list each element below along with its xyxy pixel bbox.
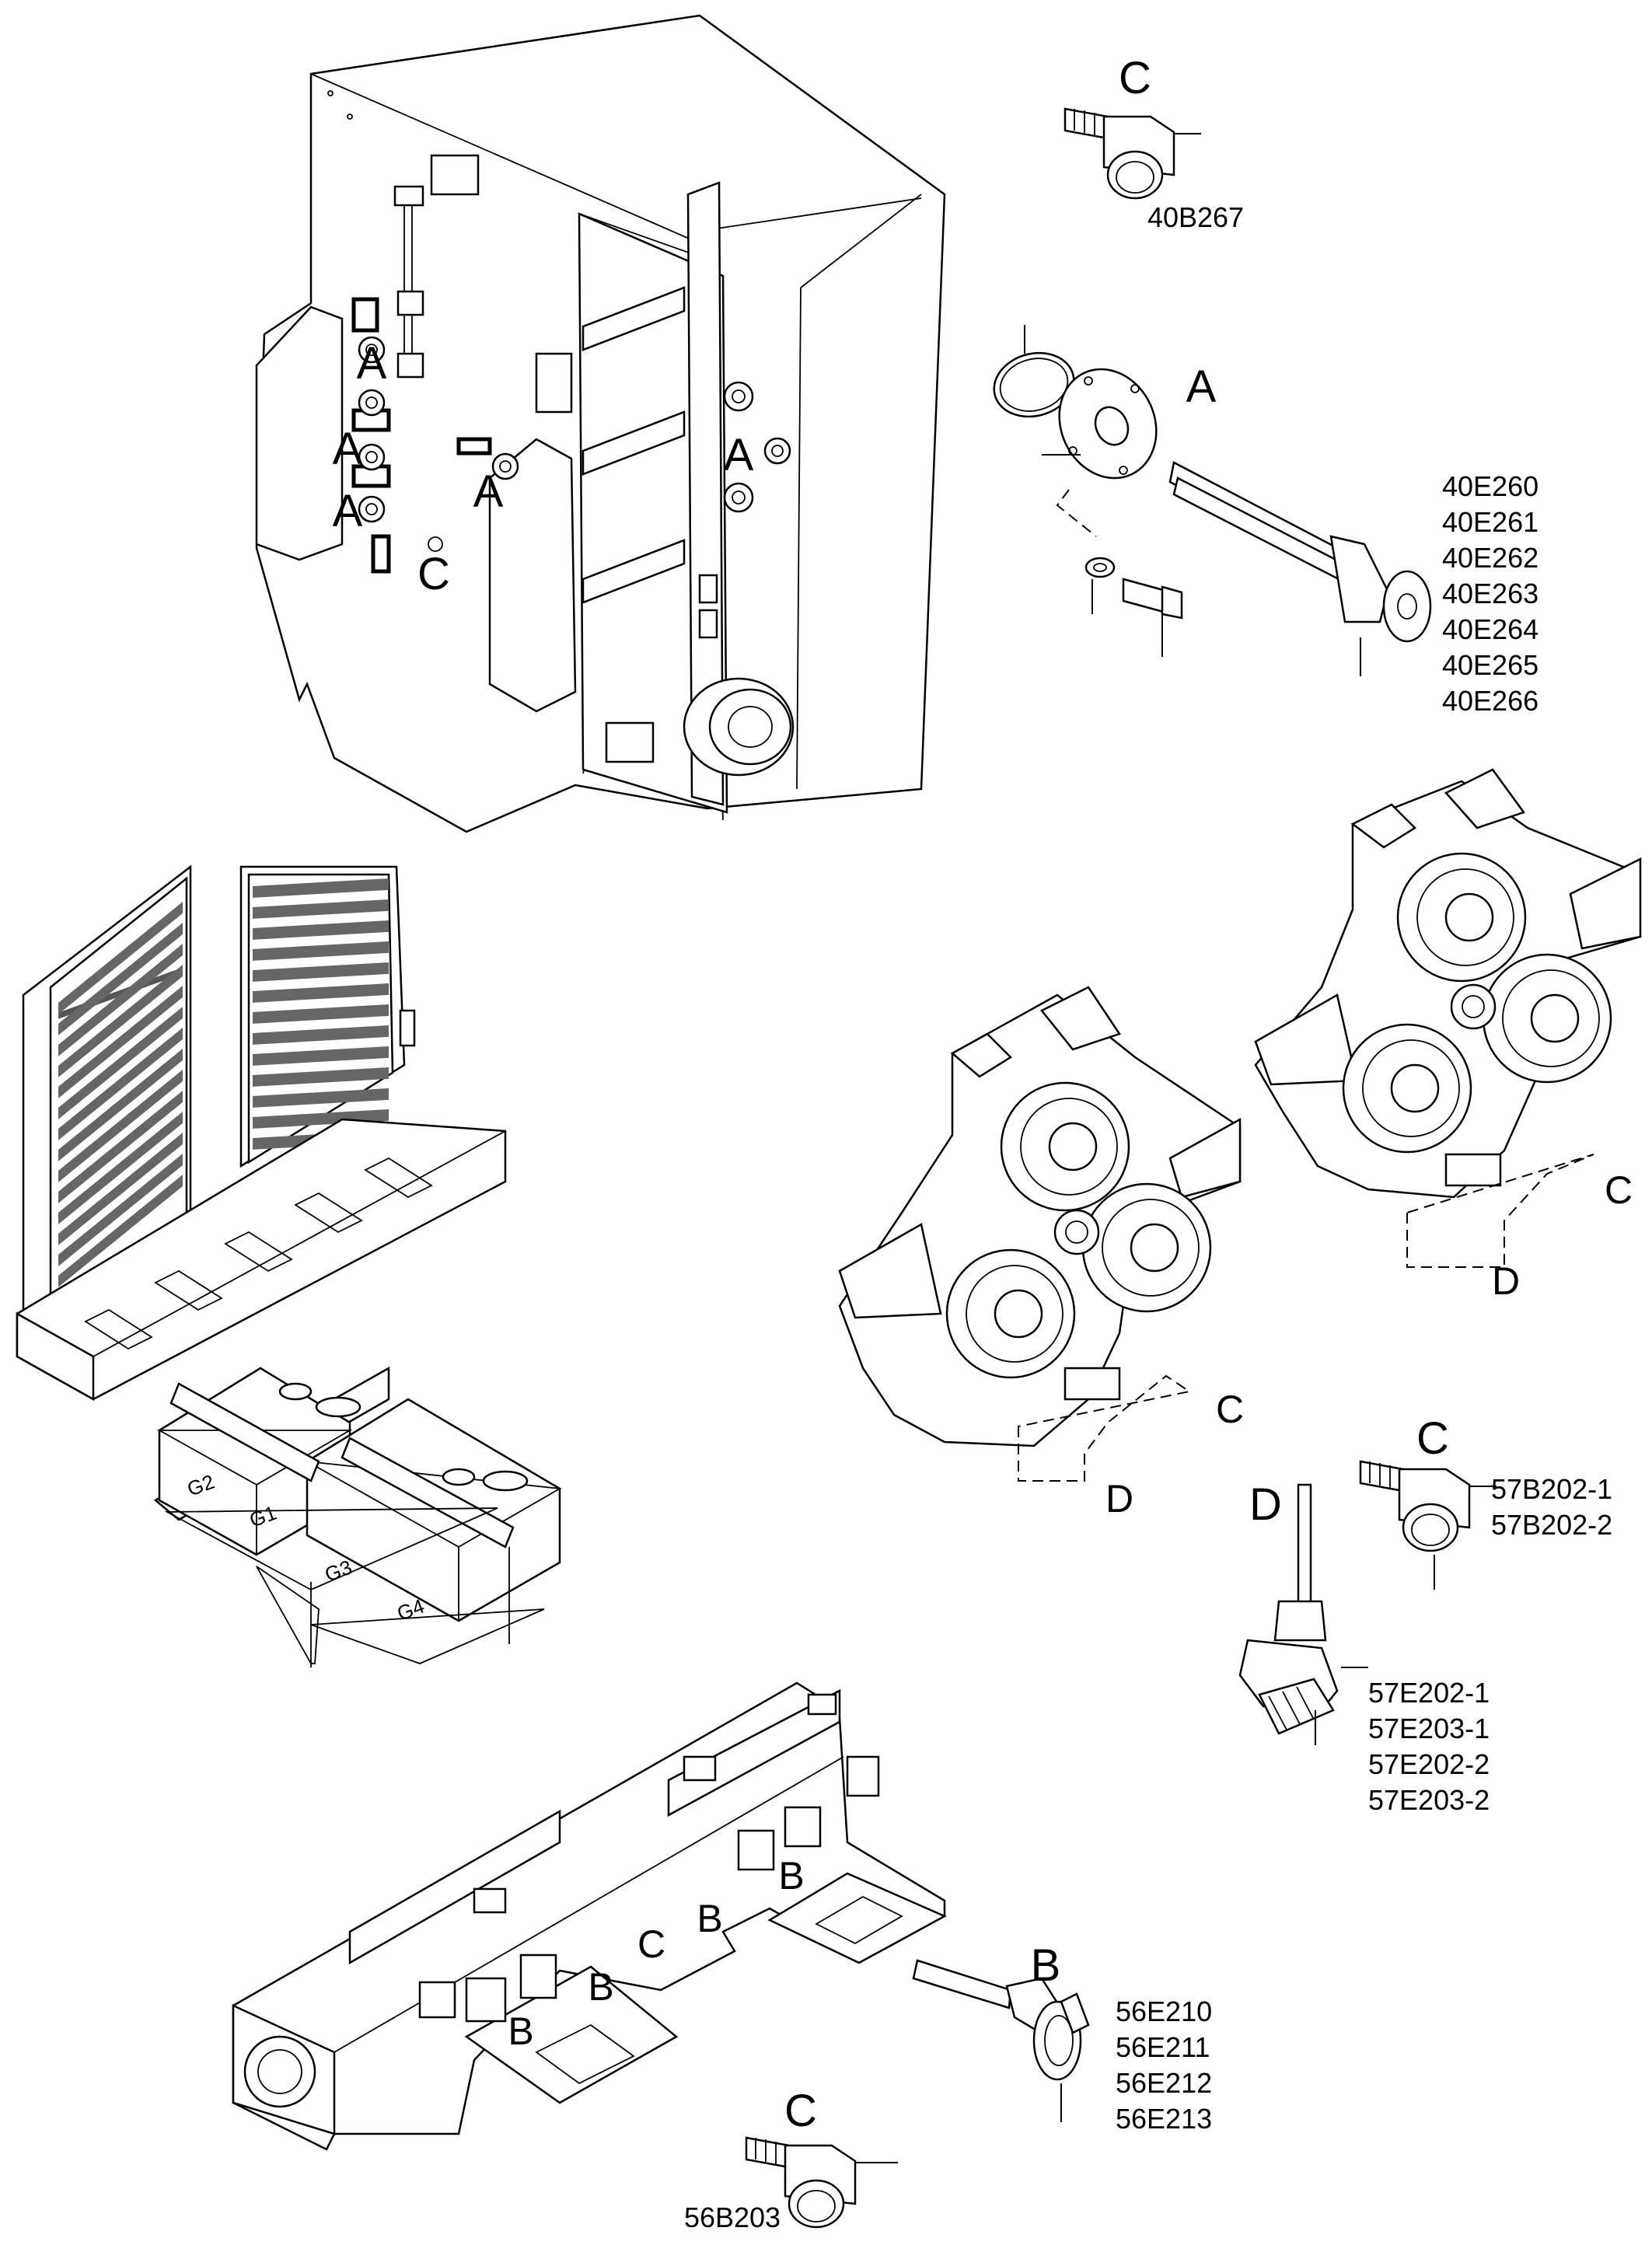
callout-d: D bbox=[1105, 1477, 1133, 1521]
callout-c: C bbox=[1605, 1168, 1633, 1212]
part-number: 57B202-2 bbox=[1491, 1509, 1612, 1541]
temperature-sensor-d bbox=[1238, 1483, 1368, 1745]
callout-d: D bbox=[1492, 1259, 1520, 1303]
grille-slot bbox=[253, 962, 389, 982]
heater-element-a bbox=[993, 325, 1432, 676]
part-number-list: 40E260 40E261 40E262 40E263 40E264 40E26… bbox=[1442, 470, 1538, 717]
part-number: 56E211 bbox=[1116, 2031, 1210, 2063]
callout-a: A bbox=[724, 430, 754, 480]
callout-d: D bbox=[1249, 1479, 1282, 1530]
grille-slot bbox=[58, 1070, 183, 1182]
grille-slot bbox=[58, 965, 183, 1077]
grille-slot bbox=[58, 1049, 183, 1161]
part-number: 40E263 bbox=[1442, 578, 1538, 609]
callout-c: C bbox=[784, 2086, 817, 2136]
axle-housing bbox=[232, 1681, 947, 2151]
part-number: 57E203-2 bbox=[1368, 1784, 1490, 1816]
grille-slot bbox=[253, 983, 389, 1003]
grille-slot bbox=[253, 1088, 389, 1108]
part-number: 40E265 bbox=[1442, 649, 1538, 681]
part-number: 40E261 bbox=[1442, 506, 1538, 538]
part-number: 56E212 bbox=[1116, 2067, 1212, 2099]
grille-slot bbox=[58, 1154, 183, 1266]
callout-b: B bbox=[697, 1897, 722, 1940]
grille-slot bbox=[58, 1175, 183, 1287]
callout-b: B bbox=[508, 2009, 533, 2053]
callout-b: B bbox=[778, 1854, 804, 1898]
grille-slot bbox=[253, 941, 389, 961]
callout-a: A bbox=[333, 486, 363, 536]
part-number: 40B267 bbox=[1147, 201, 1244, 233]
part-number: 40E260 bbox=[1442, 470, 1538, 502]
cabinet-unit bbox=[255, 14, 946, 833]
grille-slot bbox=[253, 1067, 389, 1087]
callout-a: A bbox=[357, 338, 387, 389]
callout-a: A bbox=[333, 424, 363, 474]
grille-slot bbox=[253, 1046, 389, 1066]
callout-c: C bbox=[1416, 1413, 1449, 1464]
callout-c: C bbox=[1119, 53, 1151, 103]
grilled-cabinet bbox=[16, 864, 507, 1402]
callout-b: B bbox=[588, 1965, 613, 2009]
part-number: 56E210 bbox=[1116, 1995, 1212, 2027]
callout-c: C bbox=[637, 1922, 665, 1966]
callout-a: A bbox=[1186, 361, 1217, 412]
grille-slot bbox=[58, 1133, 183, 1245]
grille-slot bbox=[253, 899, 389, 919]
gearbox-housing-left bbox=[838, 986, 1242, 1482]
grille-slot bbox=[58, 902, 183, 1014]
part-number: 56E213 bbox=[1116, 2103, 1212, 2135]
callout-c: C bbox=[417, 549, 450, 599]
part-number: 57B202-1 bbox=[1491, 1473, 1612, 1505]
part-number: 57E203-1 bbox=[1368, 1713, 1490, 1744]
part-number: 40E266 bbox=[1442, 685, 1538, 717]
grille-slot bbox=[253, 1004, 389, 1024]
grille-slot bbox=[58, 986, 183, 1098]
plug-fitting-bottom bbox=[745, 2136, 898, 2229]
heater-element-b bbox=[912, 1959, 1090, 2122]
grille-slot bbox=[253, 1109, 389, 1129]
grille-slot bbox=[58, 944, 183, 1056]
grille-slot bbox=[58, 1007, 183, 1119]
part-number: 56B203 bbox=[684, 2201, 781, 2233]
battery-pack: G2 G1 G3 G4 bbox=[153, 1366, 562, 1667]
part-number: 57E202-2 bbox=[1368, 1748, 1490, 1780]
plug-fitting-top bbox=[1063, 107, 1201, 200]
grille-slot bbox=[58, 1028, 183, 1140]
grille-slot bbox=[58, 923, 183, 1035]
callout-a: A bbox=[473, 466, 504, 517]
grille-slot bbox=[253, 878, 389, 898]
callout-c: C bbox=[1216, 1388, 1244, 1431]
callout-b: B bbox=[1031, 1940, 1061, 1991]
gearbox-housing-right bbox=[1254, 768, 1642, 1268]
grille-slot bbox=[58, 1112, 183, 1224]
grille-slot bbox=[253, 1025, 389, 1045]
part-number: 57E202-1 bbox=[1368, 1677, 1490, 1709]
grille-slot bbox=[58, 1091, 183, 1203]
grille-slot bbox=[253, 920, 389, 940]
plug-fitting-mid bbox=[1359, 1460, 1497, 1590]
part-number: 40E262 bbox=[1442, 542, 1538, 574]
part-number: 40E264 bbox=[1442, 613, 1538, 645]
